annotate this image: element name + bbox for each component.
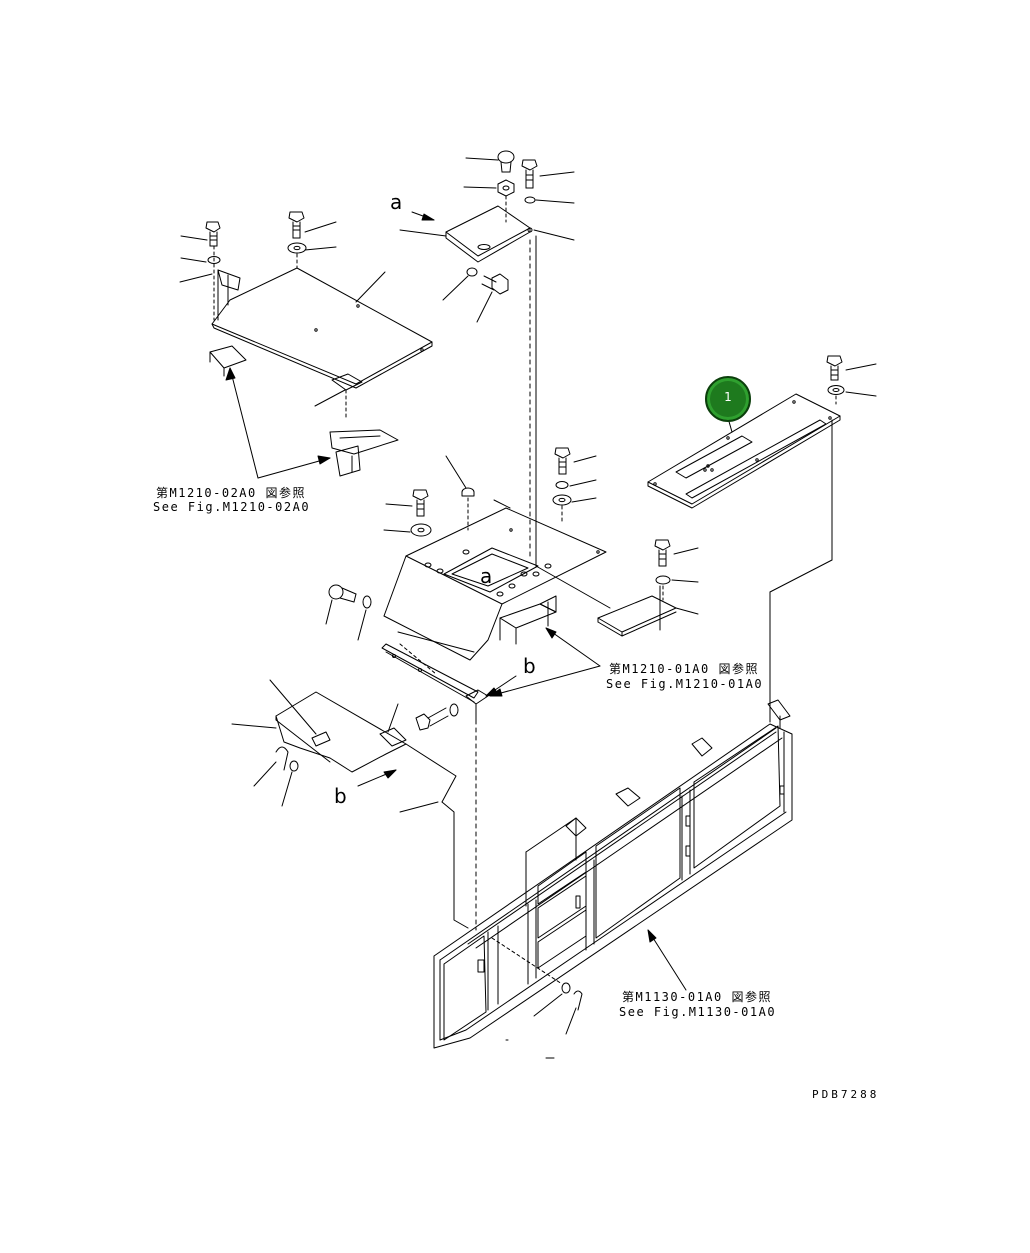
- washer-icon: [524, 196, 536, 204]
- washer-icon: [362, 595, 372, 609]
- marker-a: a: [390, 190, 403, 214]
- small-cover-plate: [445, 205, 531, 257]
- bracket: [209, 345, 247, 369]
- side-rail: [381, 643, 479, 699]
- bolt-icon: [328, 584, 357, 603]
- lower-cover-plate: [275, 691, 407, 773]
- upper-left-cover-group: [179, 211, 433, 479]
- mount-plate: [405, 507, 607, 605]
- drawing-code: PDB7288: [812, 1088, 880, 1101]
- bolt-icon: [554, 447, 571, 475]
- cap-icon: [461, 487, 475, 497]
- ref-m1130-01-jp: 第M1130-01A0 図参照: [622, 990, 772, 1004]
- right-cover-plate-group: [647, 355, 877, 705]
- bracket: [329, 429, 399, 455]
- pin-icon: [573, 990, 583, 1011]
- washer-icon: [410, 523, 432, 537]
- bolt-icon: [288, 211, 305, 239]
- small-bracket-plate: [597, 595, 677, 633]
- central-mount-assembly: [325, 447, 699, 731]
- bolt-icon: [481, 273, 509, 295]
- ref-m1130-01-en: See Fig.M1130-01A0: [619, 1005, 777, 1019]
- bolt-icon: [826, 355, 843, 381]
- cover-plate: [211, 267, 433, 385]
- upper-center-cover-group: [399, 150, 575, 323]
- callout-number: 1: [724, 390, 732, 404]
- washer-icon: [555, 481, 569, 489]
- washer-icon: [655, 575, 671, 585]
- bolt-icon: [654, 539, 671, 567]
- lower-left-cover-group: [231, 679, 477, 931]
- washer-icon: [561, 982, 571, 994]
- marker-b: b: [523, 654, 536, 678]
- frame-outline: [433, 723, 793, 1049]
- ref-m1210-02-en: See Fig.M1210-02A0: [153, 500, 311, 514]
- washer-icon: [287, 242, 307, 254]
- nut-icon: [497, 179, 515, 197]
- part-callout-1[interactable]: 1: [705, 376, 751, 422]
- ref-m1210-01-jp: 第M1210-01A0 図参照: [609, 662, 759, 676]
- washer-icon: [466, 267, 478, 277]
- bolt-icon: [412, 489, 429, 517]
- washer-icon: [552, 494, 572, 506]
- bolt-icon: [521, 159, 538, 189]
- main-frame: [433, 699, 793, 1059]
- ref-m1210-01-en: See Fig.M1210-01A0: [606, 677, 764, 691]
- marker-b: b: [334, 784, 347, 808]
- bolt-icon: [497, 150, 515, 173]
- bolt-icon: [415, 707, 449, 731]
- washer-icon: [827, 385, 845, 395]
- washer-icon: [289, 760, 299, 772]
- pin-icon: [275, 746, 289, 771]
- marker-a: a: [480, 564, 493, 588]
- bolt-icon: [205, 221, 221, 247]
- ref-m1210-02-jp: 第M1210-02A0 図参照: [156, 486, 306, 500]
- washer-icon: [449, 703, 459, 717]
